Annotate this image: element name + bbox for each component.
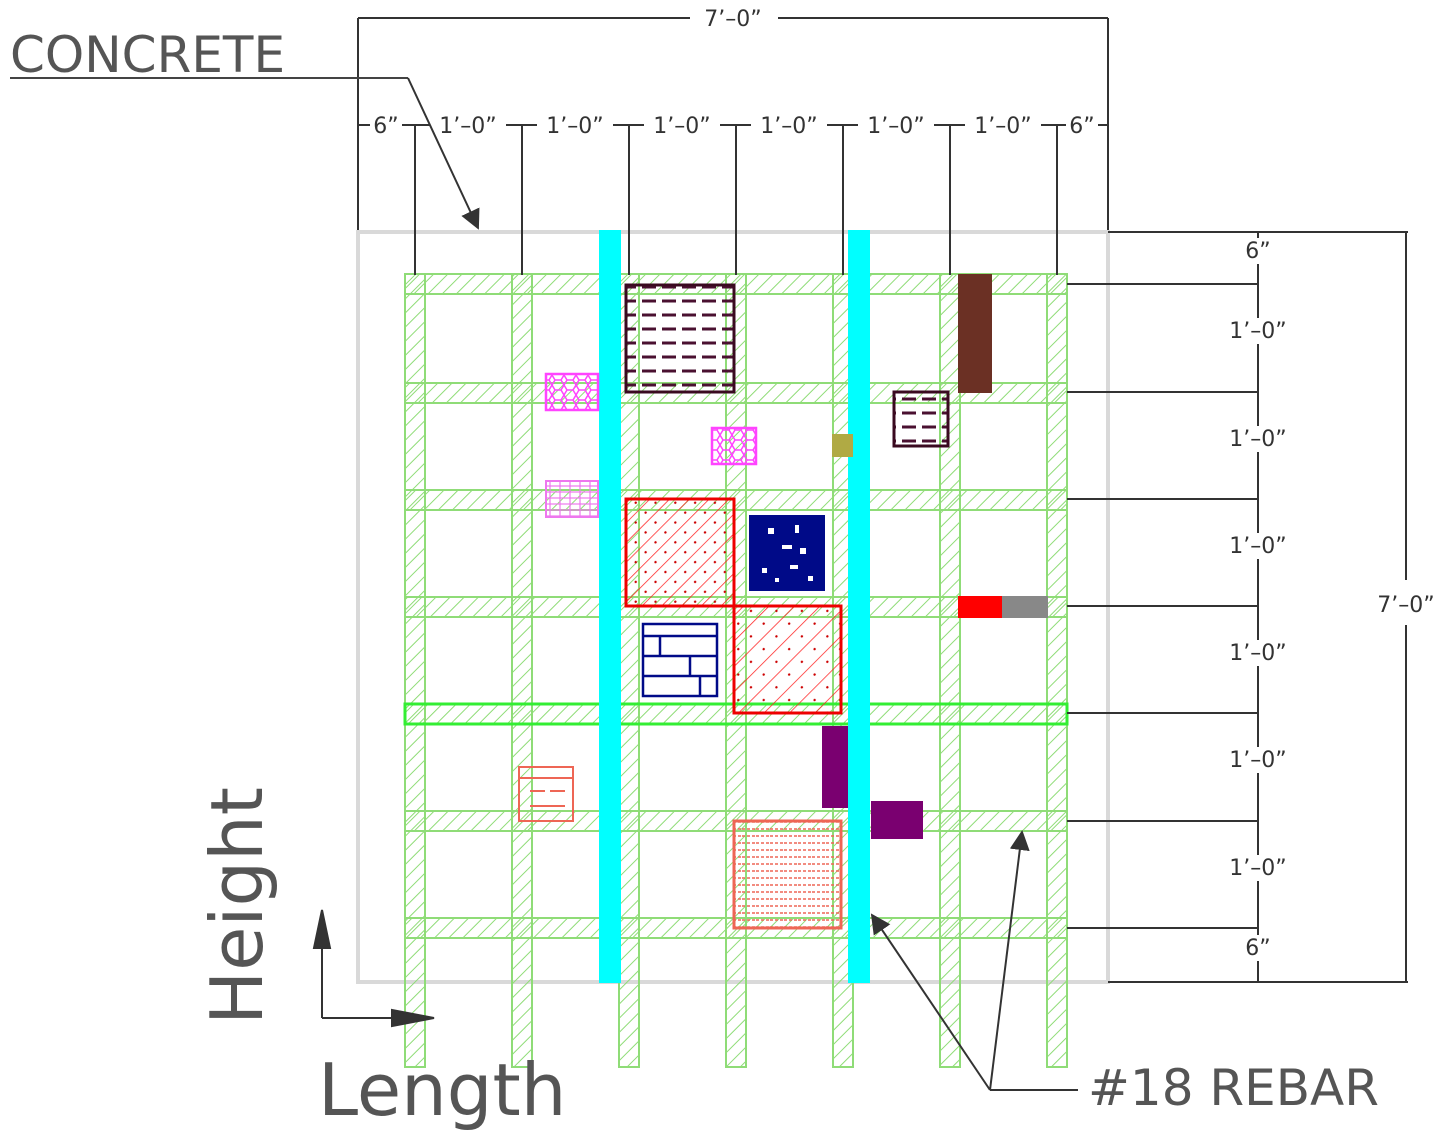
block-red-small [958,596,1002,618]
right-segment-label-bg [1219,318,1297,344]
right-segment-label: 1’–0” [1229,319,1286,344]
block-navy-pattern [749,515,825,591]
top-segment-label: 1’–0” [760,114,817,139]
block-purple-horizontal [871,801,923,839]
block-salmon-small [518,766,574,822]
right-segment-label: 1’–0” [1229,427,1286,452]
right-segment-label-bg [1242,238,1274,264]
block-purple-dash-large [624,283,736,394]
rebar-bar-right [848,230,870,983]
grid-bar-horizontal [404,489,1068,511]
right-segment-label-bg [1219,640,1297,666]
right-dimension-ticks [1067,283,1258,929]
right-segment-label-bg [1242,935,1274,961]
right-segment-label: 1’–0” [1229,856,1286,881]
concrete-label: CONCRETE [10,26,285,84]
top-segment-label-bg [858,113,934,137]
right-dimensions [1108,231,1408,983]
right-segment-label-bg [1219,426,1297,452]
right-segment-label-bg [1219,855,1297,881]
right-segment-label: 1’–0” [1229,534,1286,559]
block-gray-small [1002,596,1048,618]
block-brown-bar [958,274,992,393]
top-segment-label: 1’–0” [653,114,710,139]
top-segment-label-bg [644,113,720,137]
overall-height-label: 7’–0” [1377,593,1434,618]
top-segment-label: 1’–0” [974,114,1031,139]
top-segment-label-bg [370,113,402,137]
top-segment-label-bg [1066,113,1098,137]
top-segment-label-bg [430,113,506,137]
block-pink-brick [545,480,599,518]
concrete-leader-arrow [407,77,480,230]
top-segment-label-bg [751,113,827,137]
right-segment-label-bg [1219,533,1297,559]
block-red-hatch-2 [732,604,843,715]
length-axis-label: Length [318,1048,566,1132]
top-segment-label: 6” [373,114,398,139]
right-segment-label: 6” [1245,936,1270,961]
top-dimension-ticks [414,125,1058,275]
block-purple-dash-small [892,390,950,448]
height-axis-label: Height [195,787,279,1025]
right-segment-label: 1’–0” [1229,748,1286,773]
top-segment-label: 1’–0” [439,114,496,139]
axis-indicator [312,909,435,1028]
top-segment-label: 1’–0” [867,114,924,139]
right-segment-label: 6” [1245,239,1270,264]
block-purple-vertical [822,726,848,808]
top-segment-labels: 6” 1’–0” 1’–0” 1’–0” 1’–0” 1’–0” 1’–0” 6” [370,113,1098,139]
block-salmon-large [732,819,843,930]
overall-height-label-bg [1366,590,1446,618]
top-segment-label: 1’–0” [546,114,603,139]
block-navy-grid [641,622,719,698]
block-red-hatch-1 [624,497,736,608]
right-segment-label: 1’–0” [1229,641,1286,666]
top-segment-label-bg [537,113,613,137]
block-olive-square [832,434,853,457]
top-segment-label: 6” [1069,114,1094,139]
block-magenta-hex-2 [710,426,758,466]
rebar-label: #18 REBAR [1088,1059,1379,1117]
rebar-leader-arrow-1 [870,913,991,1091]
top-segment-label-bg [965,113,1041,137]
rebar-leader-arrow-2 [989,830,1030,1091]
rebar-bar-left [599,230,621,983]
right-segment-labels: 6” 1’–0” 1’–0” 1’–0” 1’–0” 1’–0” 1’–0” 6” [1219,238,1297,961]
right-segment-label-bg [1219,747,1297,773]
block-magenta-hex-1 [544,372,600,412]
overall-width-label: 7’–0” [704,7,761,32]
